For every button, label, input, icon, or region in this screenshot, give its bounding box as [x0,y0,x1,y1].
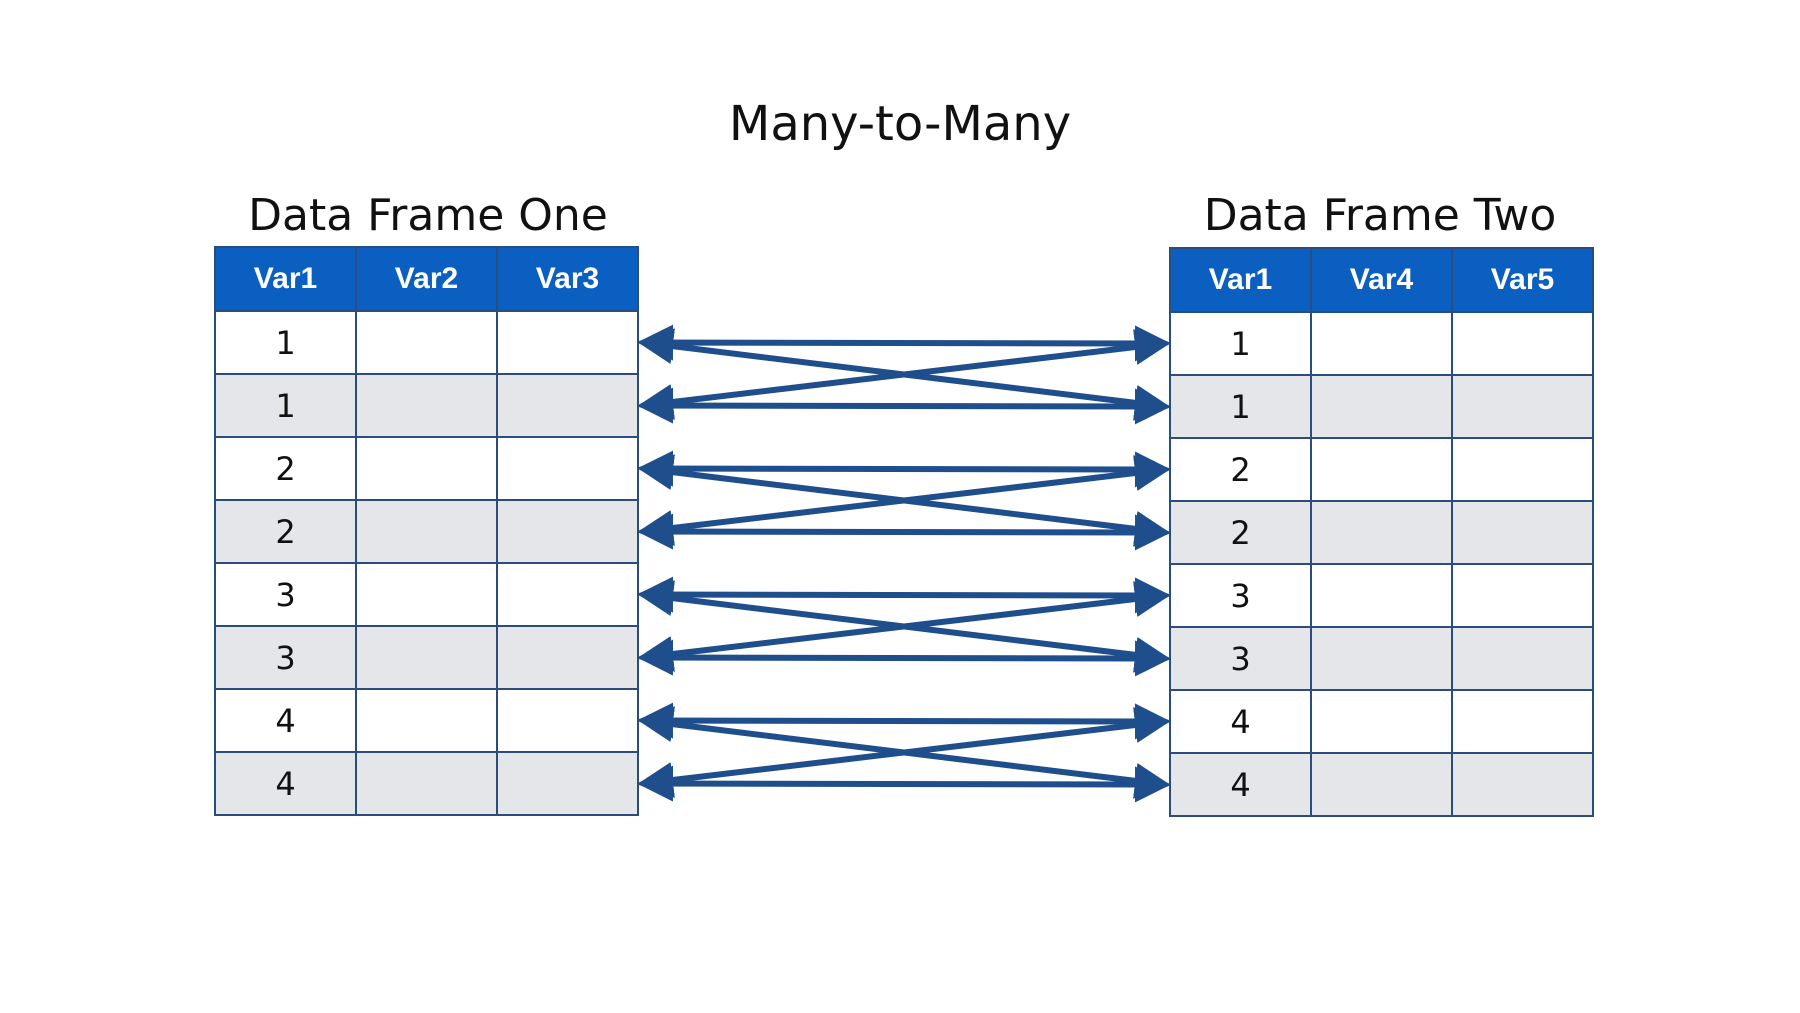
join-arrow [637,324,1171,362]
table-cell [496,751,639,816]
table-row: 1 [214,310,639,375]
frame-one-header-row: Var1 Var2 Var3 [214,246,639,312]
table-cell [1310,500,1453,565]
table-cell [355,310,498,375]
join-arrow [637,576,1171,614]
table-cell [496,499,639,564]
table-row: 3 [214,562,639,627]
table-cell [355,373,498,438]
table-cell [1451,500,1594,565]
table-row: 2 [214,436,639,501]
join-arrow [637,454,1171,547]
table-cell [496,625,639,690]
table-cell [355,499,498,564]
table-row: 3 [214,625,639,690]
table-row: 1 [1169,374,1594,439]
table-cell [496,688,639,753]
table-cell [1310,752,1453,817]
table-cell: 4 [1169,689,1312,754]
table-row: 3 [1169,626,1594,691]
table-cell [1451,626,1594,691]
join-arrow [637,329,1171,420]
join-arrow [637,450,1171,488]
table-cell [1451,689,1594,754]
table-cell [355,562,498,627]
table-cell [1310,563,1453,628]
frame-two-column-header: Var4 [1310,247,1453,313]
frame-one-title: Data Frame One [248,190,608,241]
table-cell [496,310,639,375]
frame-one-column-header: Var2 [355,246,498,312]
table-cell: 2 [1169,500,1312,565]
join-arrow [637,387,1171,425]
table-cell [1451,563,1594,628]
table-cell [355,625,498,690]
table-row: 3 [1169,563,1594,628]
table-cell: 2 [214,499,357,564]
table-cell: 2 [1169,437,1312,502]
table-cell [1451,752,1594,817]
join-arrow [637,702,1171,740]
table-cell: 2 [214,436,357,501]
table-cell: 1 [214,373,357,438]
frame-one-column-header: Var3 [496,246,639,312]
table-row: 2 [1169,437,1594,502]
table-cell: 4 [214,751,357,816]
table-cell: 1 [1169,374,1312,439]
table-cell [355,688,498,753]
frame-two-header-row: Var1 Var4 Var5 [1169,247,1594,313]
table-row: 4 [1169,689,1594,754]
table-cell: 1 [1169,311,1312,376]
frame-two-column-header: Var5 [1451,247,1594,313]
frame-two-title: Data Frame Two [1203,190,1557,241]
table-cell [1451,311,1594,376]
frame-one-table: Var1 Var2 Var3 1 1 2 2 3 [214,246,639,816]
frame-one-column-header: Var1 [214,246,357,312]
table-cell [496,436,639,501]
table-cell: 4 [1169,752,1312,817]
diagram-title: Many-to-Many [728,96,1072,152]
join-arrow [637,328,1171,421]
table-cell [1310,311,1453,376]
join-arrow [637,455,1171,546]
table-cell [1310,689,1453,754]
table-row: 2 [214,499,639,564]
join-arrow [637,580,1171,673]
table-cell [355,751,498,816]
table-cell: 1 [214,310,357,375]
join-arrow [637,513,1171,551]
table-row: 4 [214,751,639,816]
table-cell [1310,374,1453,439]
table-cell: 3 [1169,626,1312,691]
join-arrow [637,581,1171,672]
table-row: 4 [214,688,639,753]
table-cell [1310,437,1453,502]
table-row: 2 [1169,500,1594,565]
table-cell: 3 [214,562,357,627]
join-arrow [637,639,1171,677]
table-row: 4 [1169,752,1594,817]
table-cell: 3 [214,625,357,690]
table-cell [496,373,639,438]
table-cell [1310,626,1453,691]
join-arrow [637,706,1171,799]
table-cell [1451,374,1594,439]
table-cell [1451,437,1594,502]
table-cell [355,436,498,501]
table-cell: 4 [214,688,357,753]
join-arrow [637,765,1171,803]
frame-two-column-header: Var1 [1169,247,1312,313]
table-cell [496,562,639,627]
frame-two-table: Var1 Var4 Var5 1 1 2 2 3 [1169,247,1594,817]
table-row: 1 [1169,311,1594,376]
table-cell: 3 [1169,563,1312,628]
join-arrow [637,707,1171,798]
table-row: 1 [214,373,639,438]
